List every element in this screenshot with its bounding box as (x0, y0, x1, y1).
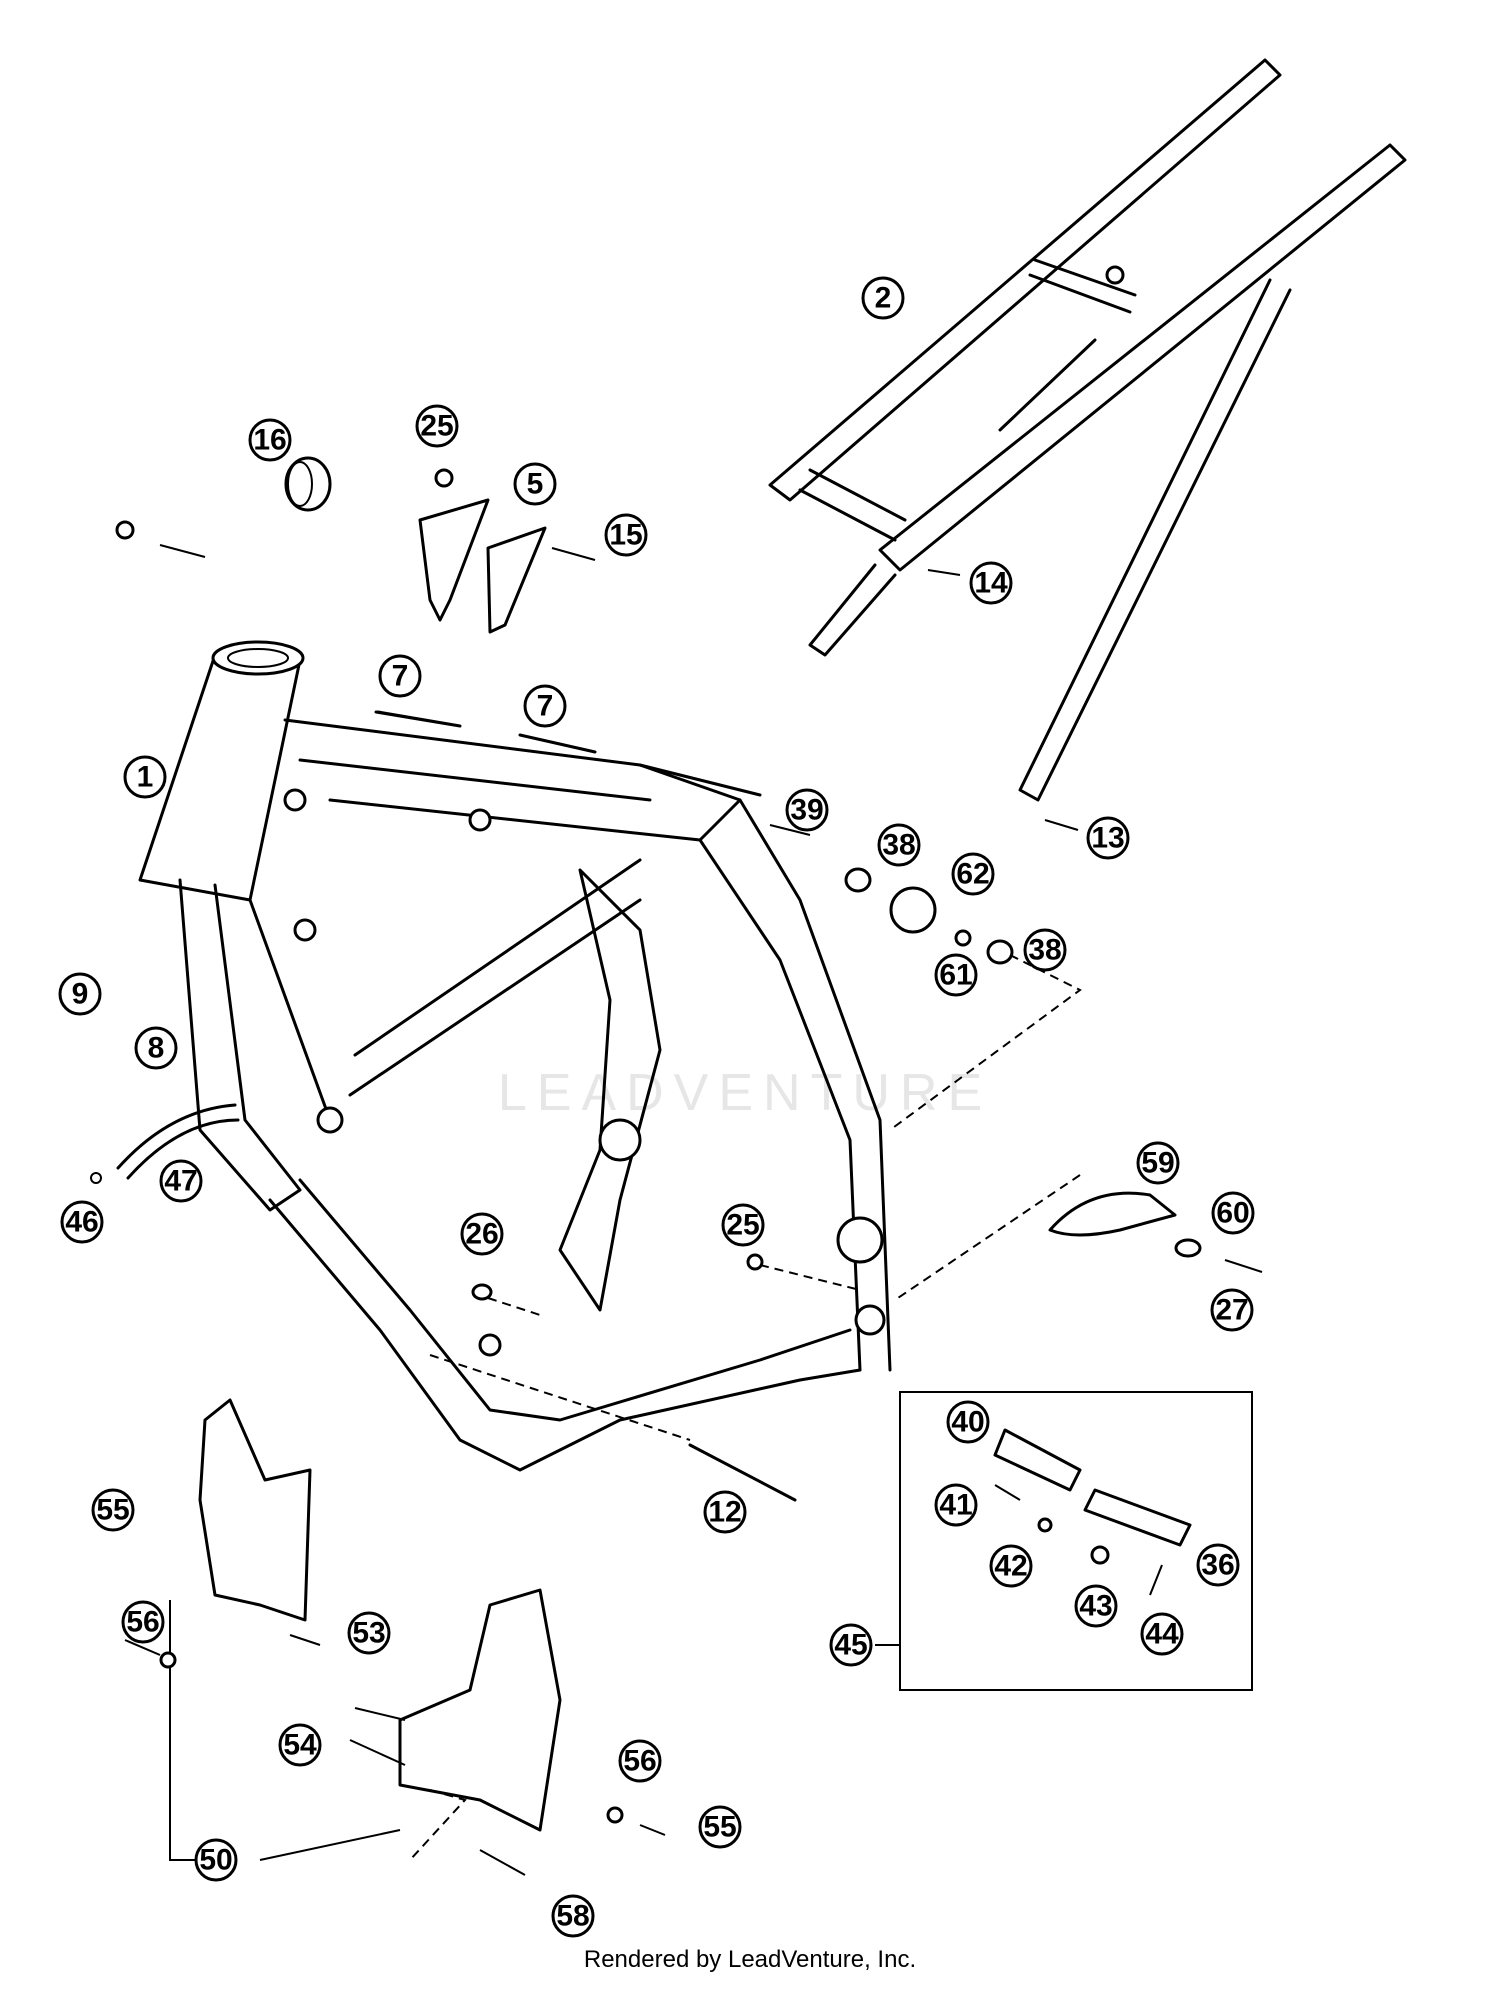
svg-text:38: 38 (1028, 934, 1061, 967)
svg-text:40: 40 (951, 1406, 984, 1439)
svg-text:41: 41 (939, 1489, 972, 1522)
callouts: 1 2 5 7 7 8 9 12 13 14 15 16 25 25 26 27… (58, 276, 1255, 1938)
watermark: LEADVENTURE (498, 1064, 992, 1122)
callout-56b: 56 (618, 1739, 662, 1783)
callout-46: 46 (60, 1200, 104, 1244)
svg-text:50: 50 (199, 1844, 232, 1877)
svg-text:42: 42 (994, 1550, 1027, 1583)
callout-38a: 38 (877, 823, 921, 867)
callout-56a: 56 (121, 1600, 165, 1644)
callout-53: 53 (347, 1611, 391, 1655)
footer-credit: Rendered by LeadVenture, Inc. (583, 1946, 917, 1973)
svg-text:44: 44 (1145, 1618, 1179, 1651)
svg-text:54: 54 (283, 1729, 317, 1762)
callout-25b: 25 (721, 1203, 765, 1247)
svg-text:13: 13 (1091, 822, 1124, 855)
callout-16: 16 (248, 418, 292, 462)
svg-text:12: 12 (708, 1496, 741, 1529)
svg-text:56: 56 (126, 1606, 159, 1639)
callout-43: 43 (1074, 1584, 1118, 1628)
callout-44: 44 (1140, 1612, 1184, 1656)
leader-lines (409, 954, 1082, 1861)
svg-text:45: 45 (834, 1629, 867, 1662)
footpeg-box (875, 1391, 1253, 1691)
svg-text:56: 56 (623, 1745, 656, 1778)
svg-text:46: 46 (65, 1206, 98, 1239)
callout-26: 26 (460, 1212, 504, 1256)
frame-guards (124, 1398, 666, 1876)
svg-text:59: 59 (1141, 1147, 1174, 1180)
callout-36: 36 (1196, 1543, 1240, 1587)
svg-text:58: 58 (556, 1900, 589, 1933)
callout-40: 40 (946, 1400, 990, 1444)
callout-41: 41 (934, 1483, 978, 1527)
callout-5: 5 (513, 462, 557, 506)
svg-text:61: 61 (939, 959, 972, 992)
callout-55a: 55 (91, 1488, 135, 1532)
svg-text:26: 26 (465, 1218, 498, 1251)
callout-13: 13 (1086, 816, 1130, 860)
callout-9: 9 (58, 972, 102, 1016)
callout-55b: 55 (698, 1805, 742, 1849)
svg-text:15: 15 (609, 519, 642, 552)
callout-47: 47 (159, 1159, 203, 1203)
callout-45: 45 (829, 1623, 873, 1667)
svg-text:25: 25 (726, 1209, 759, 1242)
callout-39: 39 (785, 788, 829, 832)
svg-text:60: 60 (1216, 1197, 1249, 1230)
callout-62: 62 (951, 852, 995, 896)
callout-27: 27 (1210, 1288, 1254, 1332)
svg-text:55: 55 (703, 1811, 736, 1844)
svg-text:62: 62 (956, 858, 989, 891)
callout-14: 14 (969, 561, 1013, 605)
svg-text:9: 9 (72, 978, 89, 1011)
callout-12: 12 (703, 1490, 747, 1534)
svg-text:55: 55 (96, 1494, 129, 1527)
subframe (768, 58, 1407, 802)
callout-60: 60 (1211, 1191, 1255, 1235)
main-frame (138, 640, 892, 1472)
svg-text:38: 38 (882, 829, 915, 862)
callout-61: 61 (934, 953, 978, 997)
svg-text:27: 27 (1215, 1294, 1248, 1327)
callout-1: 1 (123, 755, 167, 799)
callout-8: 8 (134, 1026, 178, 1070)
callout-50: 50 (194, 1838, 238, 1882)
svg-text:25: 25 (420, 410, 453, 443)
svg-text:7: 7 (392, 660, 409, 693)
callout-38b: 38 (1023, 928, 1067, 972)
callout-58: 58 (551, 1894, 595, 1938)
svg-text:43: 43 (1079, 1590, 1112, 1623)
callout-54: 54 (278, 1723, 322, 1767)
callout-42: 42 (989, 1544, 1033, 1588)
callout-59: 59 (1136, 1141, 1180, 1185)
callout-7b: 7 (523, 684, 567, 728)
callout-2: 2 (861, 276, 905, 320)
callout-25a: 25 (415, 404, 459, 448)
callout-15: 15 (604, 513, 648, 557)
svg-text:53: 53 (352, 1617, 385, 1650)
svg-text:36: 36 (1201, 1549, 1234, 1582)
small-parts (90, 456, 1263, 1502)
callout-7a: 7 (378, 654, 422, 698)
svg-text:8: 8 (148, 1032, 165, 1065)
svg-text:2: 2 (875, 282, 892, 315)
svg-text:7: 7 (537, 690, 554, 723)
svg-text:14: 14 (974, 567, 1008, 600)
svg-text:39: 39 (790, 794, 823, 827)
svg-text:16: 16 (253, 424, 286, 457)
svg-text:5: 5 (527, 468, 544, 501)
svg-text:47: 47 (164, 1165, 197, 1198)
svg-text:1: 1 (137, 761, 154, 794)
